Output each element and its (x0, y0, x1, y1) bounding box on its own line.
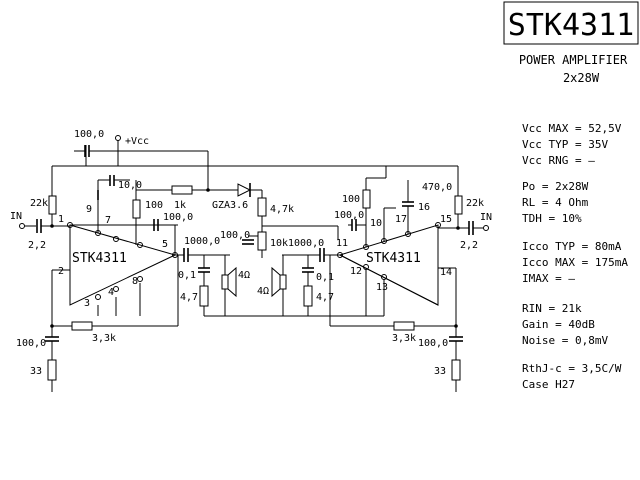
right-speaker-value: 4Ω (257, 286, 269, 297)
left-pin-8: 8 (132, 276, 138, 287)
spec-list: Vcc MAX = 52,5V Vcc TYP = 35V Vcc RNG = … (522, 122, 628, 391)
left-c-out-value: 1000,0 (184, 236, 220, 247)
right-r-in (454, 195, 463, 215)
left-r-bias (257, 231, 267, 251)
right-c-in-value: 2,2 (460, 240, 478, 251)
left-c-zobel-value: 0,1 (178, 270, 196, 281)
left-pin-2: 2 (58, 266, 64, 277)
right-c-zobel-value: 0,1 (316, 272, 334, 283)
right-pin-10: 10 (370, 218, 382, 229)
left-pin-4: 4 (108, 287, 114, 298)
spec-rthjc: RthJ-c = 3,5C/W (522, 362, 622, 375)
left-pin-7: 7 (105, 215, 111, 226)
right-r-gnd-value: 33 (434, 366, 446, 377)
right-pin-12: 12 (350, 266, 362, 277)
spec-rin: RIN = 21k (522, 302, 582, 315)
right-chip-label: STK4311 (366, 251, 421, 266)
left-c-boot-value: 10,0 (118, 180, 142, 191)
supply-label: +Vcc (125, 136, 149, 147)
spec-case: Case H27 (522, 378, 575, 391)
spec-vcc-rng: Vcc RNG = – (522, 154, 595, 167)
spec-icco-max: Icco MAX = 175mA (522, 256, 628, 269)
spec-po: Po = 2x28W (522, 180, 589, 193)
right-c-gnd-value: 100,0 (418, 338, 448, 349)
zener-label: GZA3.6 (212, 200, 248, 211)
right-r-100 (362, 189, 371, 209)
right-r-fb (393, 321, 415, 331)
right-c-top-value: 470,0 (422, 182, 452, 193)
left-r-bias-value: 10k (270, 238, 288, 249)
right-speaker (279, 274, 287, 290)
right-input-label: IN (480, 212, 492, 223)
right-input-terminal (483, 225, 489, 231)
left-r-in (48, 195, 57, 215)
left-c-bias-value: 100,0 (220, 230, 250, 241)
right-r-gnd (451, 359, 461, 381)
left-pin-3: 3 (84, 298, 90, 309)
right-r-zobel (303, 285, 313, 307)
part-number-title: STK4311 (508, 8, 634, 43)
right-r-in-value: 22k (466, 198, 484, 209)
left-pin-9: 9 (86, 204, 92, 215)
spec-vcc-typ: Vcc TYP = 35V (522, 138, 608, 151)
right-c-100-value: 100,0 (334, 210, 364, 221)
spec-rl: RL = 4 Ohm (522, 196, 589, 209)
spec-gain: Gain = 40dB (522, 318, 595, 331)
right-r-fb-value: 3,3k (392, 333, 416, 344)
left-input-terminal (19, 223, 25, 229)
left-r-100-value: 100 (145, 200, 163, 211)
left-r-47k (257, 197, 267, 217)
spec-imax: IMAX = – (522, 272, 575, 285)
supply-terminal (115, 135, 121, 141)
left-c-top-value: 100,0 (74, 129, 104, 140)
left-r-fb-value: 3,3k (92, 333, 116, 344)
left-r-fb (71, 321, 93, 331)
zener-diode (237, 183, 252, 197)
spec-vcc-max: Vcc MAX = 52,5V (522, 122, 622, 135)
right-pin-11: 11 (336, 238, 348, 249)
spec-tdh: TDH = 10% (522, 212, 582, 225)
left-r-100 (132, 199, 141, 219)
right-pin-16: 16 (418, 202, 430, 213)
left-pin-1: 1 (58, 214, 64, 225)
left-r-47k-value: 4,7k (270, 204, 294, 215)
right-c-out-value: 1000,0 (288, 238, 324, 249)
left-r-gnd-value: 33 (30, 366, 42, 377)
right-pin-13: 13 (376, 282, 388, 293)
spec-noise: Noise = 0,8mV (522, 334, 608, 347)
left-speaker-value: 4Ω (238, 270, 250, 281)
left-c-in-value: 2,2 (28, 240, 46, 251)
left-r-zobel (199, 285, 209, 307)
left-r-1k (171, 185, 193, 195)
left-chip-label: STK4311 (72, 251, 127, 266)
left-r-1k-value: 1k (174, 200, 186, 211)
right-r-zobel-value: 4,7 (316, 292, 334, 303)
left-speaker (221, 274, 229, 290)
title-box (503, 1, 639, 45)
description-line1: POWER AMPLIFIER (519, 53, 628, 67)
right-pin-14: 14 (440, 267, 452, 278)
left-input-label: IN (10, 211, 22, 222)
left-pin-5: 5 (162, 239, 168, 250)
left-r-zobel-value: 4,7 (180, 292, 198, 303)
left-r-in-value: 22k (30, 198, 48, 209)
left-channel: STK4311 1 9 7 6 5 2 3 4 8 IN 2,2 22k (10, 129, 458, 392)
left-c-gnd-value: 100,0 (16, 338, 46, 349)
left-r-gnd (47, 359, 57, 381)
right-r-100-value: 100 (342, 194, 360, 205)
left-c-100-value: 100,0 (163, 212, 193, 223)
spec-icco-typ: Icco TYP = 80mA (522, 240, 622, 253)
right-pin-17: 17 (395, 214, 407, 225)
right-channel: STK4311 11 10 17 16 15 12 13 14 IN 2,2 2… (204, 166, 492, 392)
right-pin-15: 15 (440, 214, 452, 225)
description-line2: 2x28W (563, 71, 600, 85)
